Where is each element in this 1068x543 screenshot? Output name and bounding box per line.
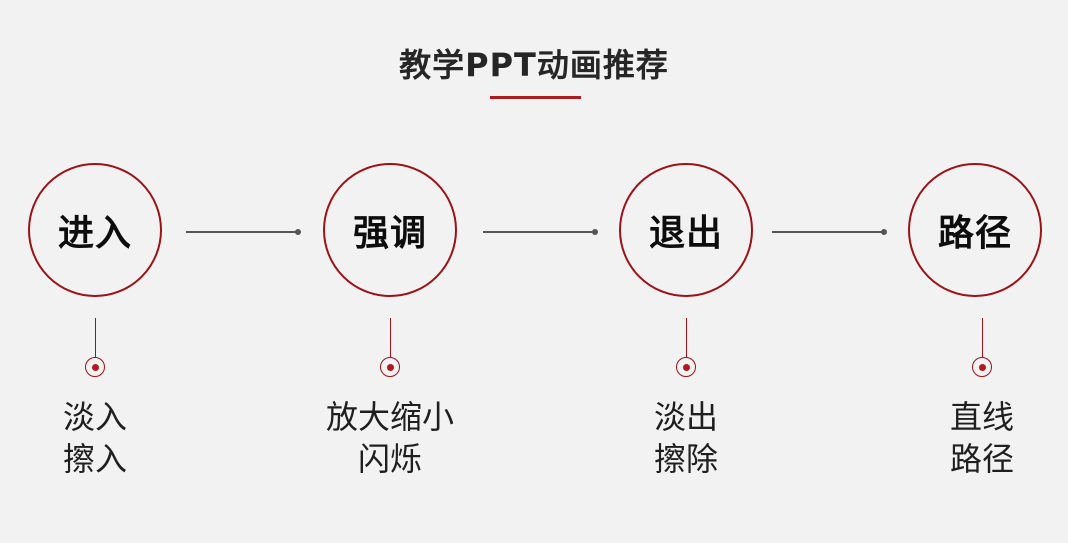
step-circle-emphasis[interactable]: 强调 (323, 163, 457, 297)
stem-line (685, 318, 687, 358)
title-underline (490, 96, 581, 99)
step-description: 淡出 擦除 (586, 396, 786, 480)
step-label: 强调 (352, 213, 427, 254)
desc-line: 路径 (949, 440, 1014, 478)
stem-line (981, 318, 983, 358)
marker-dot-icon (676, 357, 696, 377)
desc-line: 擦除 (653, 440, 718, 478)
connector-arrow (483, 229, 598, 235)
desc-line: 直线 (949, 398, 1014, 436)
step-description: 放大缩小 闪烁 (290, 396, 490, 480)
step-circle-path[interactable]: 路径 (908, 163, 1042, 297)
desc-line: 闪烁 (357, 440, 422, 478)
desc-line: 放大缩小 (325, 398, 454, 436)
connector-dot (295, 229, 301, 235)
desc-line: 淡入 (62, 398, 127, 436)
stem-line (389, 318, 391, 358)
connector-dot (592, 229, 598, 235)
step-description: 直线 路径 (882, 396, 1068, 480)
connector-arrow (772, 229, 887, 235)
marker-dot-icon (380, 357, 400, 377)
connector-arrow (186, 229, 301, 235)
step-label: 路径 (937, 213, 1012, 254)
stem-line (94, 318, 96, 358)
step-circle-exit[interactable]: 退出 (619, 163, 753, 297)
step-circle-enter[interactable]: 进入 (28, 163, 162, 297)
desc-line: 擦入 (62, 440, 127, 478)
page-title: 教学PPT动画推荐 (399, 46, 669, 84)
marker-dot-icon (972, 357, 992, 377)
step-label: 退出 (648, 213, 723, 254)
connector-dot (881, 229, 887, 235)
desc-line: 淡出 (653, 398, 718, 436)
step-label: 进入 (57, 213, 132, 254)
marker-dot-icon (85, 357, 105, 377)
step-description: 淡入 擦入 (0, 396, 195, 480)
